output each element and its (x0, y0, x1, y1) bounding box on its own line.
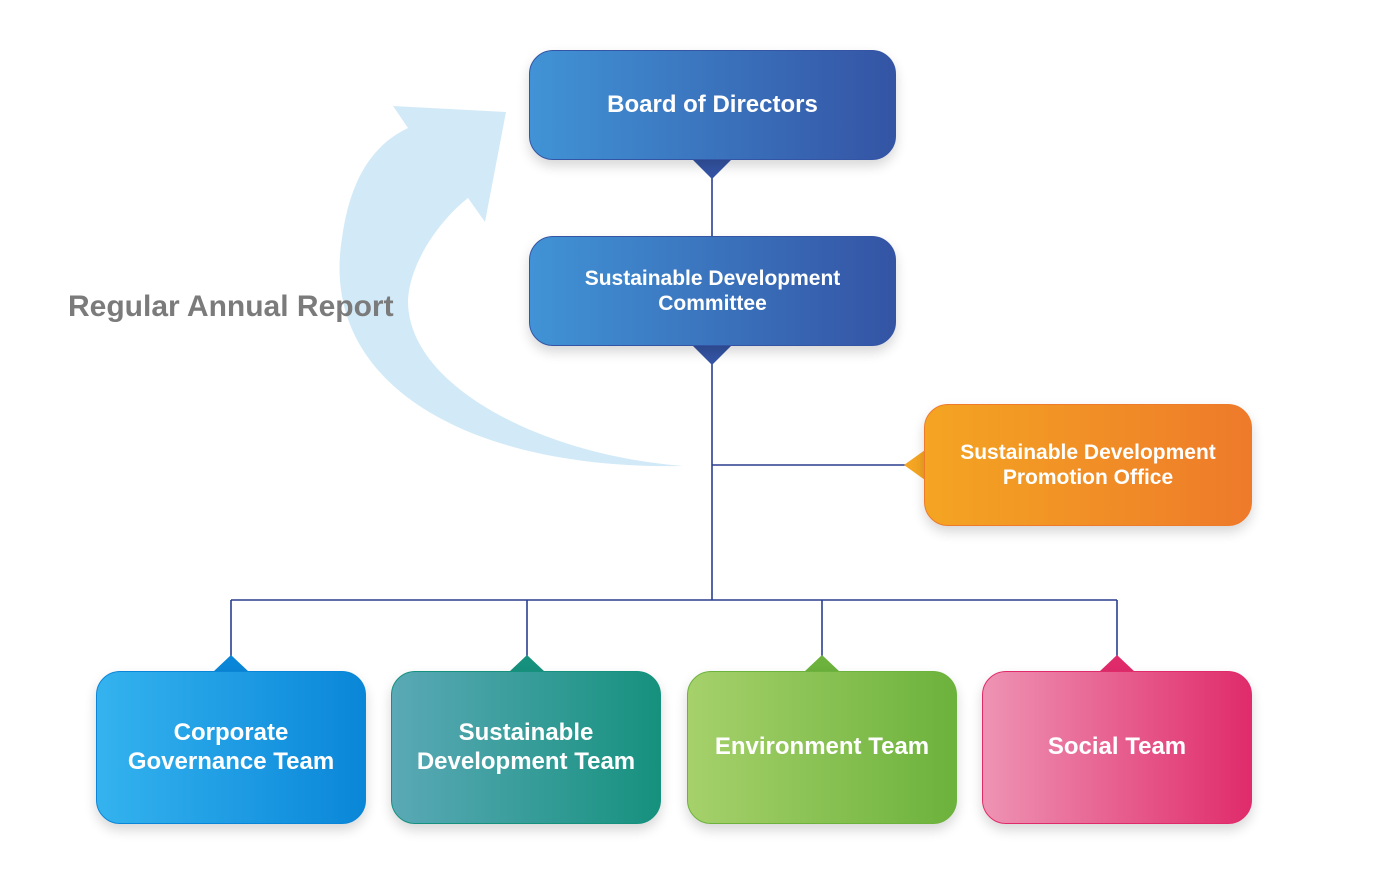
team4-pointer (1099, 655, 1135, 672)
team-label: Corporate Governance Team (127, 718, 335, 775)
team-label: Social Team (1047, 733, 1187, 761)
report-arrow (339, 106, 683, 467)
team1-pointer (213, 655, 249, 672)
social-team-node[interactable]: Social Team (982, 671, 1252, 824)
sustainable-development-committee-node[interactable]: Sustainable Development Committee (529, 236, 896, 346)
environment-team-node[interactable]: Environment Team (687, 671, 957, 824)
committee-label: Sustainable Development Committee (584, 266, 841, 315)
team-label: Sustainable Development Team (416, 718, 636, 775)
regular-annual-report-label: Regular Annual Report (68, 290, 394, 323)
board-pointer (692, 159, 732, 179)
promotion-office-node[interactable]: Sustainable Development Promotion Office (924, 404, 1252, 526)
team3-pointer (804, 655, 840, 672)
promotion-office-pointer (904, 450, 925, 480)
sustainable-development-team-node[interactable]: Sustainable Development Team (391, 671, 661, 824)
corporate-governance-team-node[interactable]: Corporate Governance Team (96, 671, 366, 824)
committee-pointer (692, 345, 732, 365)
team-label: Environment Team (714, 733, 930, 761)
board-of-directors-label: Board of Directors (607, 90, 818, 118)
promotion-office-label: Sustainable Development Promotion Office (960, 440, 1216, 489)
team2-pointer (509, 655, 545, 672)
board-of-directors-node[interactable]: Board of Directors (529, 50, 896, 160)
connector-lines (230, 176, 1118, 656)
